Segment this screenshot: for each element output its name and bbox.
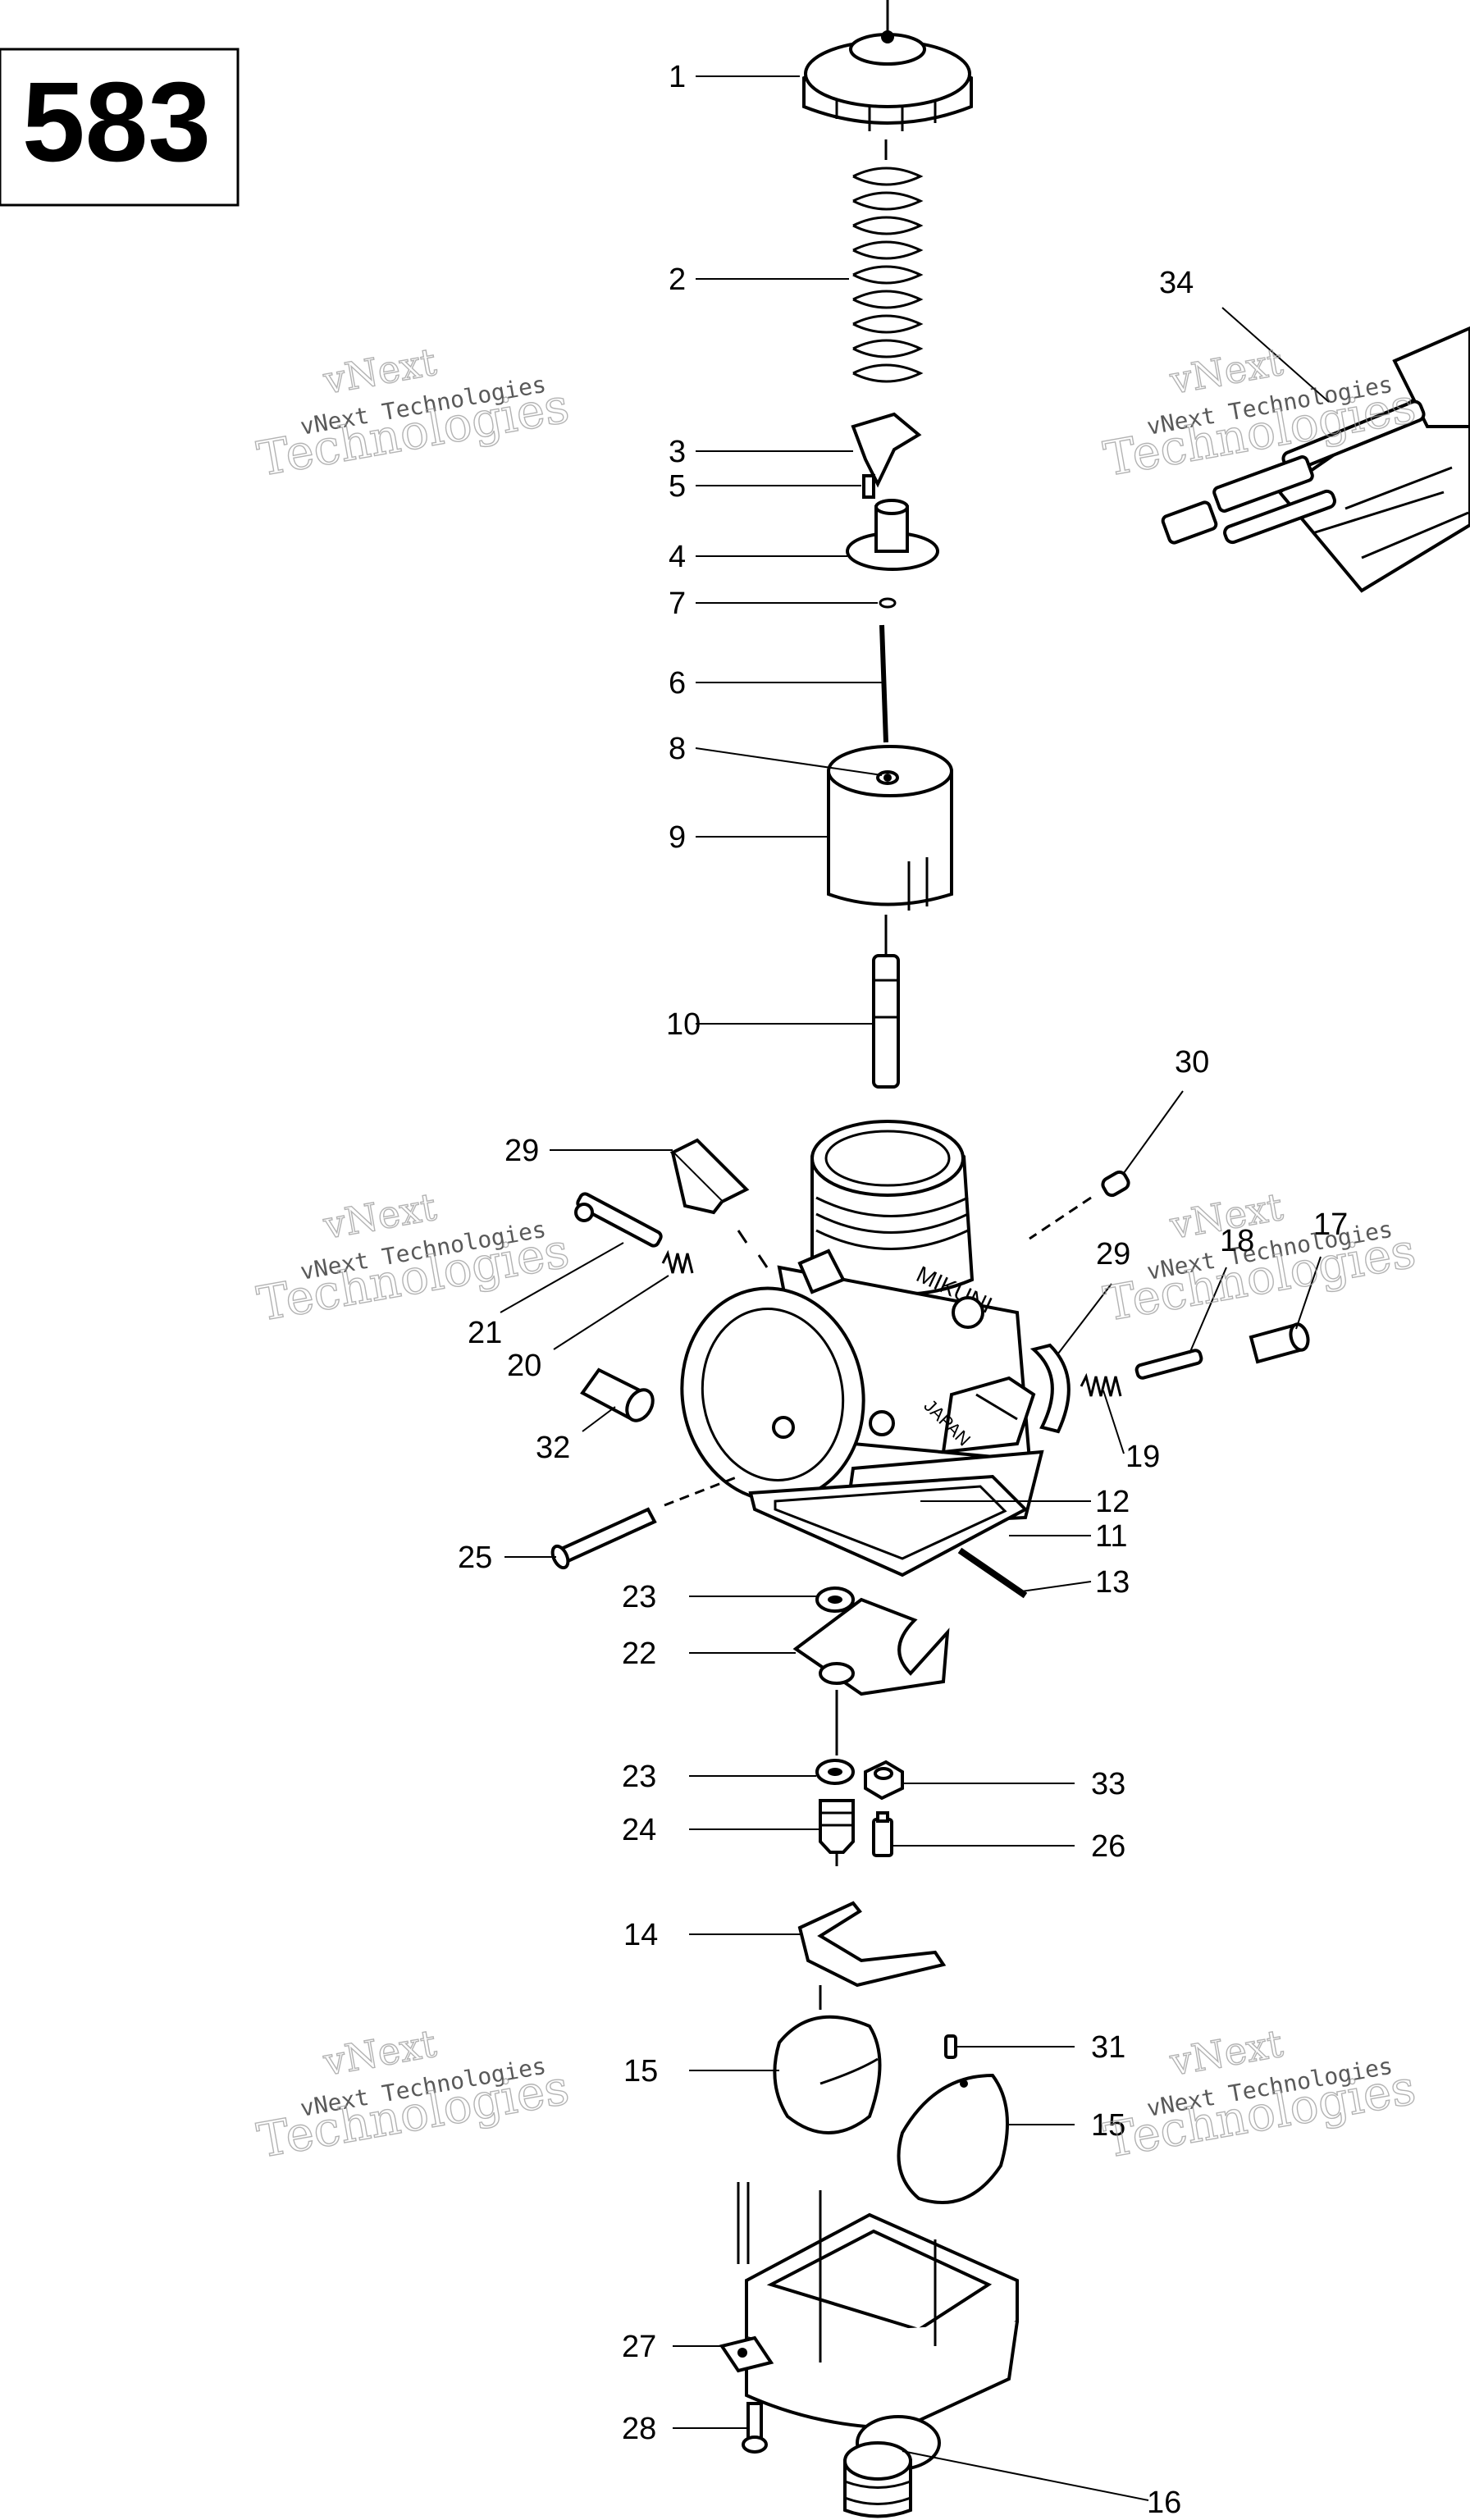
callout-15-right: 15: [1091, 2108, 1125, 2143]
callout-9: 9: [669, 820, 686, 855]
callout-12: 12: [1095, 1485, 1130, 1519]
spring-icon: [852, 139, 924, 383]
leader-lines: [500, 75, 1330, 2501]
callout-26: 26: [1091, 1829, 1125, 1864]
callout-16: 16: [1147, 2486, 1181, 2520]
watermark-group: vNext vNext Technologies Technologies vN…: [253, 339, 1420, 2170]
screw-icon: [742, 2402, 768, 2454]
hose-icon: [1029, 1343, 1071, 1434]
adjust-screw-icon: [574, 1192, 663, 1248]
gasket-icon: [748, 1474, 1029, 1577]
watermark: vNext vNext Technologies Technologies: [253, 339, 573, 488]
throttle-slide-icon: [827, 745, 953, 911]
callout-25: 25: [458, 1541, 492, 1575]
callout-17: 17: [1313, 1208, 1348, 1242]
float-icon: [897, 2073, 1009, 2204]
callout-4: 4: [669, 540, 686, 574]
callout-15-left: 15: [623, 2054, 658, 2089]
tool-kit-icon: [1161, 326, 1470, 593]
baffle-plate-icon: [792, 1597, 950, 1696]
callout-23-upper: 23: [622, 1580, 656, 1614]
callout-21: 21: [468, 1316, 502, 1350]
callout-24: 24: [622, 1813, 656, 1847]
cap-plug-icon: [1249, 1322, 1310, 1364]
float-icon: [773, 1985, 882, 2134]
callout-6: 6: [669, 666, 686, 701]
needle-holder-icon: [846, 499, 939, 571]
callout-29-left: 29: [504, 1134, 539, 1168]
callout-34: 34: [1159, 266, 1194, 300]
spring-small-icon: [1080, 1372, 1122, 1397]
callout-30: 30: [1175, 1045, 1209, 1080]
callout-3: 3: [669, 435, 686, 469]
cap-icon: [802, 0, 973, 131]
callout-labels: 1 2 3 5 4 7 6 8 9 10 30 29 21 20 32 25 2…: [458, 60, 1348, 2520]
sleeve-icon: [580, 1367, 655, 1422]
callout-14: 14: [623, 1918, 658, 1952]
callout-23-lower: 23: [622, 1760, 656, 1794]
callout-1: 1: [669, 60, 686, 94]
watermark: vNext vNext Technologies Technologies: [253, 1184, 573, 1333]
callout-28: 28: [622, 2412, 656, 2446]
callout-20: 20: [507, 1349, 541, 1383]
tube-icon: [550, 1475, 739, 1570]
callout-29-right: 29: [1096, 1237, 1130, 1271]
drain-plug-icon: [843, 2441, 912, 2518]
screw-icon: [862, 474, 875, 499]
watermark: vNext vNext Technologies Technologies: [253, 2020, 573, 2170]
pin-icon: [957, 1547, 1028, 1599]
float-arm-icon: [797, 1901, 947, 1988]
callout-5: 5: [669, 469, 686, 504]
washer-icon: [815, 1690, 855, 1785]
watermark: vNext vNext Technologies Technologies: [1099, 1184, 1420, 1333]
callout-27: 27: [622, 2330, 656, 2364]
callout-13: 13: [1095, 1565, 1130, 1600]
needle-valve-icon: [819, 1799, 855, 1866]
plug-icon: [1029, 1170, 1130, 1240]
e-clip-icon: [879, 597, 897, 609]
pilot-jet-icon: [872, 1811, 893, 1857]
callout-33: 33: [1091, 1767, 1125, 1801]
retainer-plate-icon: [851, 412, 922, 488]
clip-icon: [719, 2335, 774, 2373]
callout-19: 19: [1125, 1440, 1160, 1474]
page-badge-text: 583: [22, 59, 211, 185]
page-badge: 583: [0, 48, 240, 207]
jet-needle-icon: [879, 624, 888, 743]
main-jet-icon: [864, 1760, 904, 1801]
callout-2: 2: [669, 262, 686, 297]
callout-10: 10: [666, 1007, 701, 1042]
needle-jet-icon: [872, 915, 900, 1089]
callout-32: 32: [536, 1431, 570, 1465]
callout-22: 22: [622, 1637, 656, 1671]
callout-18: 18: [1220, 1224, 1254, 1258]
float-bowl: [737, 2182, 1019, 2471]
watermark: vNext vNext Technologies Technologies: [1099, 2020, 1420, 2170]
spring-small-icon: [661, 1249, 694, 1274]
callout-8: 8: [669, 732, 686, 766]
callout-31: 31: [1091, 2030, 1125, 2065]
callout-7: 7: [669, 587, 686, 621]
hose-icon: [669, 1138, 769, 1268]
adjust-screw-icon: [1134, 1349, 1203, 1380]
callout-11: 11: [1095, 1519, 1127, 1554]
washer-icon: [815, 1586, 855, 1613]
pin-icon: [944, 2034, 957, 2059]
carburetor-body: MIKUNI JAPAN: [680, 1120, 1044, 1528]
